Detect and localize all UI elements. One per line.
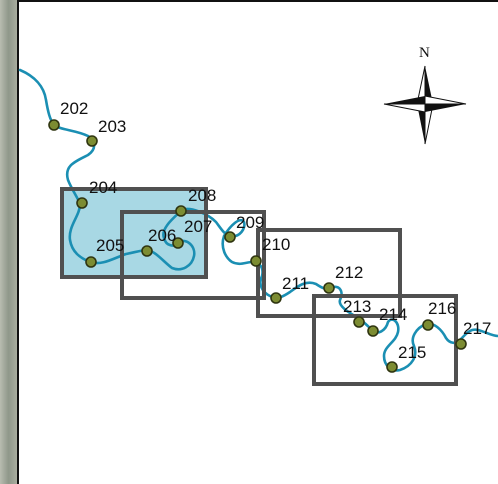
- station-marker-213[interactable]: [353, 316, 365, 328]
- north-arrow-icon: N: [383, 45, 467, 145]
- station-label-208: 208: [188, 186, 216, 205]
- station-marker-208[interactable]: [175, 205, 187, 217]
- station-label-210: 210: [262, 235, 290, 254]
- station-marker-211[interactable]: [270, 292, 282, 304]
- station-label-203: 203: [98, 117, 126, 136]
- extent-frames: [60, 187, 458, 386]
- station-marker-214[interactable]: [367, 325, 379, 337]
- station-marker-215[interactable]: [386, 361, 398, 373]
- station-marker-210[interactable]: [250, 255, 262, 267]
- north-label: N: [419, 45, 430, 61]
- station-marker-206[interactable]: [141, 245, 153, 257]
- station-marker-216[interactable]: [422, 319, 434, 331]
- stations: [48, 119, 467, 373]
- station-marker-202[interactable]: [48, 119, 60, 131]
- station-label-212: 212: [335, 263, 363, 282]
- station-label-204: 204: [89, 178, 117, 197]
- station-label-214: 214: [379, 305, 407, 324]
- station-label-217: 217: [463, 319, 491, 338]
- station-label-211: 211: [282, 274, 309, 293]
- extent-frame-1[interactable]: [60, 187, 208, 279]
- station-label-216: 216: [428, 299, 456, 318]
- station-marker-205[interactable]: [85, 256, 97, 268]
- station-marker-209[interactable]: [224, 231, 236, 243]
- station-label-205: 205: [96, 236, 124, 255]
- extent-frame-2[interactable]: [120, 210, 266, 300]
- station-marker-212[interactable]: [323, 282, 335, 294]
- station-label-213: 213: [343, 297, 371, 316]
- station-label-215: 215: [398, 343, 426, 362]
- station-marker-204[interactable]: [76, 197, 88, 209]
- station-marker-207[interactable]: [172, 237, 184, 249]
- extent-frame-4[interactable]: [312, 294, 458, 386]
- imagery-strip: [0, 0, 17, 484]
- station-marker-203[interactable]: [86, 135, 98, 147]
- station-labels: 202 203 204 205 206 207 208 209 210 211 …: [60, 99, 491, 362]
- station-label-202: 202: [60, 99, 88, 118]
- station-label-207: 207: [184, 217, 212, 236]
- station-label-209: 209: [236, 213, 264, 232]
- extent-frame-3[interactable]: [256, 228, 402, 318]
- station-marker-217[interactable]: [455, 338, 467, 350]
- station-label-206: 206: [148, 226, 176, 245]
